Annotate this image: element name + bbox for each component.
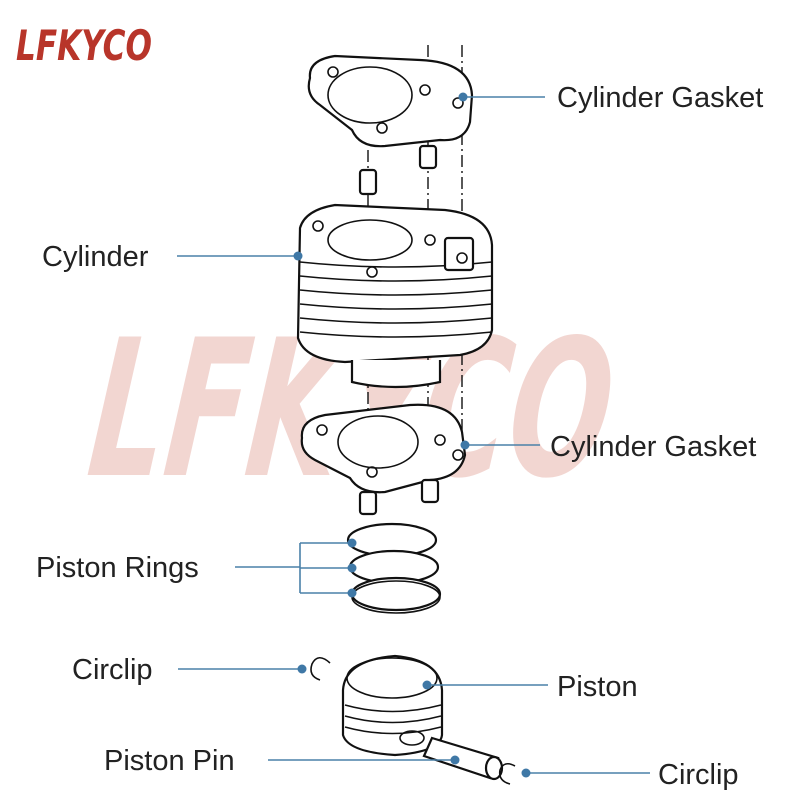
- cylinder-gasket-bottom-part: [300, 403, 467, 494]
- brand-logo: LFKYCO: [16, 21, 152, 70]
- label-piston-pin: Piston Pin: [104, 745, 235, 777]
- cylinder-gasket-top-part: [307, 54, 474, 148]
- piston-pin-part: [422, 736, 504, 781]
- cylinder-part: [296, 203, 494, 389]
- label-cylinder-gasket-bottom: Cylinder Gasket: [550, 431, 756, 463]
- dowel-pins-bottom: [358, 478, 440, 516]
- piston-part: [341, 654, 444, 757]
- brand-logo-text: LFKYCO: [16, 21, 152, 70]
- label-piston: Piston: [557, 671, 638, 703]
- label-circlip-left: Circlip: [72, 654, 153, 686]
- label-piston-rings: Piston Rings: [36, 552, 199, 584]
- label-circlip-right: Circlip: [658, 759, 739, 791]
- label-cylinder: Cylinder: [42, 241, 149, 273]
- circlip-right-part: [498, 762, 516, 785]
- label-cylinder-gasket-top: Cylinder Gasket: [557, 82, 763, 114]
- dowel-pins-top: [358, 144, 438, 196]
- circlip-left-part: [310, 656, 331, 681]
- piston-rings-part: [346, 522, 442, 614]
- leader-lines: [177, 92, 650, 778]
- part-labels: Cylinder Gasket Cylinder Cylinder Gasket…: [36, 82, 763, 791]
